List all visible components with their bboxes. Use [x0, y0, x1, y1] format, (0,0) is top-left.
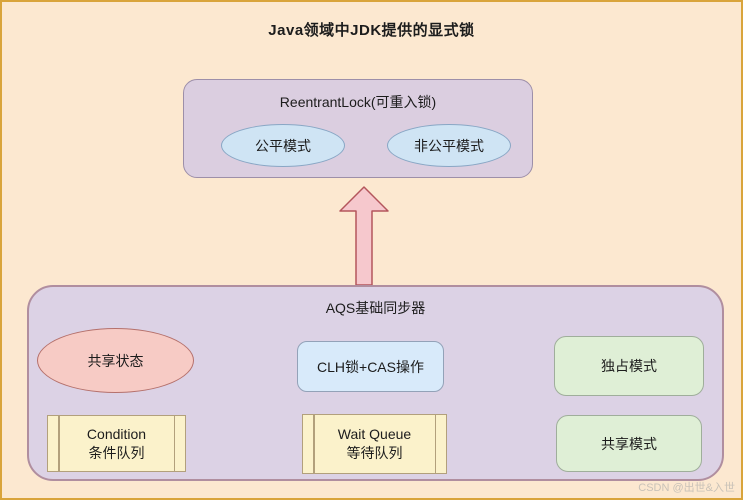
wait-queue-node: Wait Queue 等待队列 — [302, 414, 447, 474]
clh-cas-node: CLH锁+CAS操作 — [297, 341, 444, 392]
condition-queue-line1: Condition — [86, 425, 147, 442]
wait-queue-line2: 等待队列 — [346, 445, 403, 461]
aqs-container: AQS基础同步器 共享状态 CLH锁+CAS操作 独占模式 共享模式 Condi… — [27, 285, 724, 481]
up-arrow-icon — [339, 186, 389, 286]
csdn-watermark: CSDN @出世&入世 — [638, 482, 735, 494]
shared-mode-node: 共享模式 — [556, 415, 702, 472]
aqs-title: AQS基础同步器 — [325, 300, 426, 316]
fair-mode-ellipse: 公平模式 — [221, 124, 345, 167]
shared-state-ellipse: 共享状态 — [37, 328, 194, 393]
condition-queue-line2: 条件队列 — [88, 444, 145, 461]
wait-queue-line1: Wait Queue — [337, 426, 412, 443]
condition-queue-node: Condition 条件队列 — [47, 415, 186, 472]
reentrantlock-title: ReentrantLock(可重入锁) — [279, 94, 437, 110]
exclusive-mode-node: 独占模式 — [554, 336, 704, 396]
nonfair-mode-ellipse: 非公平模式 — [387, 124, 511, 167]
page-title: Java领域中JDK提供的显式锁 — [268, 22, 475, 39]
reentrantlock-container: ReentrantLock(可重入锁) 公平模式 非公平模式 — [183, 79, 533, 178]
